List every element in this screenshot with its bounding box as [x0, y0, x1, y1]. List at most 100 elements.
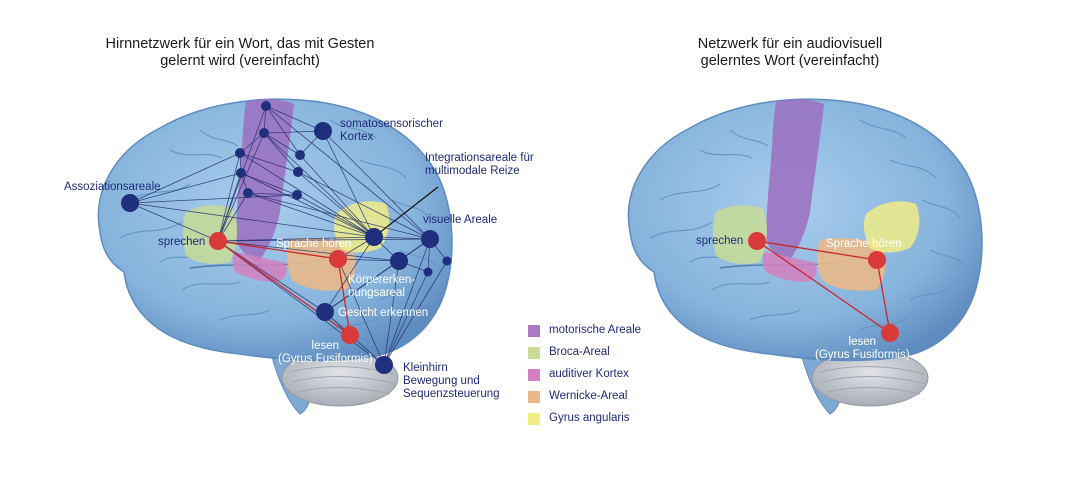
label-reading: lesen (Gyrus Fusiformis) [278, 340, 373, 365]
node-visual [421, 230, 439, 248]
connection-line [129, 152, 241, 204]
connection-line [265, 105, 301, 156]
connection-line [383, 260, 448, 366]
connection-line [265, 105, 431, 240]
right-connection-line [876, 259, 891, 334]
connection-line [129, 202, 375, 238]
connection-line-red [217, 240, 339, 260]
connection-line [240, 172, 298, 196]
legend-swatch-motor [528, 325, 540, 337]
left-network-connections [129, 105, 448, 366]
label-speak: sprechen [158, 236, 206, 248]
right-diagram-title: Netzwerk für ein audiovisuell gelerntes … [610, 36, 970, 70]
connection-line [240, 172, 375, 238]
connection-line [383, 260, 400, 366]
integration-pointer-line [373, 186, 439, 238]
node-hear [329, 250, 347, 268]
node-soma [314, 122, 332, 140]
connection-line-red [337, 258, 351, 336]
node-cereb [375, 356, 393, 374]
node-m2 [259, 128, 269, 138]
connection-line [383, 238, 431, 366]
right-label-speak: sprechen [696, 235, 744, 247]
node-s3 [292, 190, 302, 200]
label-association-areas: Assoziationsareale [64, 181, 161, 193]
connection-line [239, 152, 299, 173]
connection-line [247, 192, 298, 196]
connection-line [322, 130, 431, 240]
right-node-read [881, 324, 899, 342]
connection-line [217, 236, 375, 242]
right-network-connections [756, 240, 891, 334]
connection-line [217, 192, 249, 242]
connection-line [217, 238, 431, 242]
label-body-recognition: Körpererken- nungsareal [348, 274, 416, 299]
connection-line [337, 258, 400, 262]
connection-line [239, 132, 265, 154]
node-speak [209, 232, 227, 250]
label-integration-areas: Integrationsareale für multimodale Reize [425, 152, 534, 177]
right-label-hear-speech: Sprache hören [826, 238, 902, 250]
legend-swatch-auditory [528, 369, 540, 381]
connection-line [247, 192, 431, 240]
label-visual-areas: visuelle Areale [423, 214, 498, 226]
right-title-line-1: Netzwerk für ein audiovisuell [697, 36, 883, 52]
right-connection-line [756, 240, 878, 261]
node-m5 [243, 188, 253, 198]
node-face [316, 303, 334, 321]
left-network-nodes [121, 101, 452, 374]
connection-line [337, 258, 385, 366]
connection-line [324, 236, 375, 313]
legend-swatch-wernicke [528, 391, 540, 403]
left-title-line-1: Hirnnetzwerk für ein Wort, das mit Geste… [105, 36, 375, 52]
node-read [341, 326, 359, 344]
node-v1 [442, 256, 452, 266]
connection-line [129, 194, 298, 204]
label-face-recognition: Gesicht erkennen [338, 307, 429, 319]
connection-line [217, 172, 242, 242]
node-s1 [295, 150, 305, 160]
connection-line [263, 132, 301, 156]
right-node-speak [748, 232, 766, 250]
node-m1 [261, 101, 271, 111]
connection-line [324, 238, 431, 313]
connection-line [263, 132, 375, 238]
connection-line [299, 154, 375, 238]
right-label-reading: lesen (Gyrus Fusiformis) [815, 336, 910, 361]
connection-line [217, 240, 400, 262]
node-m3 [235, 148, 245, 158]
label-somatosensory-cortex: somatosensorischer Kortex [340, 118, 443, 143]
connection-line [297, 171, 375, 238]
left-diagram-title: Hirnnetzwerk für ein Wort, das mit Geste… [60, 36, 420, 70]
connection-line [263, 130, 324, 134]
connection-line [217, 152, 241, 242]
node-assoc [121, 194, 139, 212]
connection-line [217, 240, 385, 366]
connection-line [129, 202, 219, 242]
legend-swatch-angular [528, 413, 540, 425]
connection-line [263, 132, 299, 173]
connection-line [217, 132, 265, 242]
connection-line [373, 236, 431, 240]
right-connection-line [756, 240, 891, 334]
connection-line [296, 194, 375, 238]
right-title-line-2: gelerntes Wort (vereinfacht) [700, 53, 880, 69]
right-node-hear [868, 251, 886, 269]
connection-line [297, 171, 431, 240]
connection-line [239, 152, 375, 238]
connection-line [265, 105, 324, 132]
node-integ [365, 228, 383, 246]
node-v2 [423, 267, 433, 277]
legend-swatch-broca [528, 347, 540, 359]
left-title-line-2: gelernt wird (vereinfacht) [160, 53, 320, 69]
connection-line [129, 172, 242, 204]
node-m4 [236, 168, 246, 178]
node-s2 [293, 167, 303, 177]
label-cerebellum: Kleinhirn Bewegung und Sequenzsteuerung [403, 362, 500, 400]
connection-line [322, 130, 375, 238]
node-body [390, 252, 408, 270]
connection-line [383, 271, 429, 366]
connection-line [247, 192, 375, 238]
